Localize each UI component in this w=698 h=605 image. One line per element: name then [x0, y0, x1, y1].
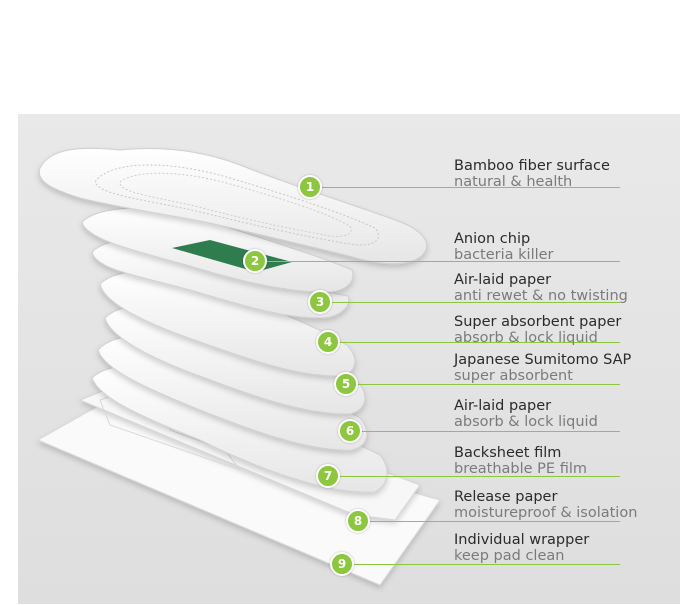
layer-subtitle: super absorbent — [454, 368, 573, 384]
layer-number-badge: 7 — [316, 464, 340, 488]
layer-subtitle: absorb & lock liquid — [454, 330, 598, 346]
layer-number-badge: 5 — [334, 372, 358, 396]
layer-title: Air-laid paper — [454, 272, 552, 288]
bamboo-embossing-inner — [119, 172, 352, 237]
layer-title: Japanese Sumitomo SAP — [454, 352, 632, 368]
layer-subtitle: bacteria killer — [454, 247, 554, 263]
layer-subtitle: moistureproof & isolation — [454, 505, 638, 521]
leader-line — [342, 564, 620, 565]
leader-line — [255, 261, 620, 262]
layer-number-badge: 8 — [346, 509, 370, 533]
leader-line — [328, 342, 620, 343]
layer-subtitle: keep pad clean — [454, 548, 565, 564]
layer-number-badge: 2 — [243, 249, 267, 273]
layer-title: Air-laid paper — [454, 398, 552, 414]
layer-title: Release paper — [454, 489, 558, 505]
layer-number-badge: 6 — [338, 419, 362, 443]
layer-subtitle: anti rewet & no twisting — [454, 288, 628, 304]
layer-number-badge: 4 — [316, 330, 340, 354]
wrapper-layer — [36, 404, 441, 586]
layer-number-badge: 3 — [308, 290, 332, 314]
layer-subtitle: absorb & lock liquid — [454, 414, 598, 430]
layer-subtitle: natural & health — [454, 174, 573, 190]
leader-line — [320, 302, 620, 303]
layer-number-badge: 9 — [330, 552, 354, 576]
layer-title: Backsheet film — [454, 445, 562, 461]
bamboo-surface-layer — [38, 147, 427, 265]
leader-line — [358, 521, 620, 522]
leader-line — [350, 431, 620, 432]
layer-title: Individual wrapper — [454, 532, 590, 548]
leader-line — [328, 476, 620, 477]
leader-line — [346, 384, 620, 385]
layer-number-badge: 1 — [298, 175, 322, 199]
layer-title: Bamboo fiber surface — [454, 158, 610, 174]
layer-subtitle: breathable PE film — [454, 461, 587, 477]
leader-line — [310, 187, 620, 188]
layer-title: Super absorbent paper — [454, 314, 622, 330]
layer-title: Anion chip — [454, 231, 531, 247]
